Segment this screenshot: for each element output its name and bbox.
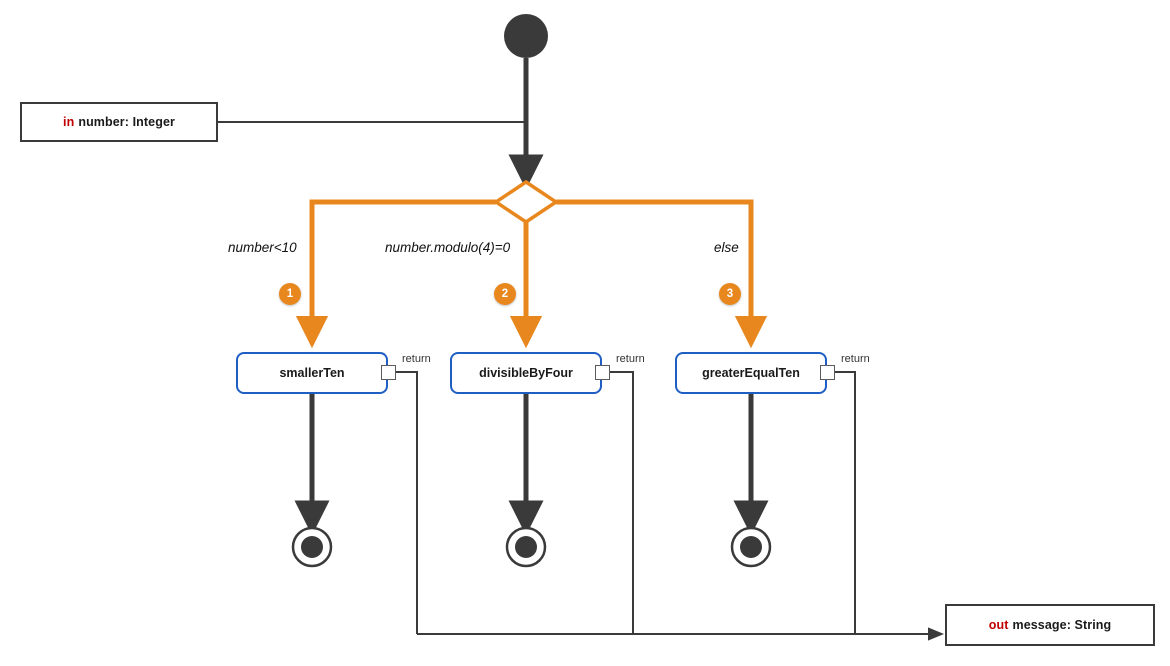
branch-bar-left [295,199,496,349]
in-parameter-direction: in [63,115,75,129]
activity-node-smaller-ten[interactable]: smallerTen [236,352,388,394]
initial-node [504,14,548,58]
final-node-3 [730,526,772,568]
return-pin-label-2: return [616,353,645,365]
final-node-2 [505,526,547,568]
branch-bar-right [556,199,768,349]
edge-return-1 [396,371,418,634]
guard-label-2: number.modulo(4)=0 [385,240,511,255]
edge-return-3 [835,371,856,634]
guard-label-3: else [714,240,739,255]
out-parameter-box[interactable]: out message: String [945,604,1155,646]
return-pin-label-3: return [841,353,870,365]
activity-node-greater-equal-ten[interactable]: greaterEqualTen [675,352,827,394]
return-pin-3[interactable] [820,365,835,380]
decision-node [492,179,560,225]
out-parameter-direction: out [988,618,1009,632]
in-parameter-label: number: Integer [78,115,175,129]
out-parameter-label: message: String [1012,618,1112,632]
in-parameter-box[interactable]: in number: Integer [20,102,218,142]
edge-return-2 [610,371,634,634]
branch-badge-3[interactable]: 3 [719,283,741,305]
return-pin-1[interactable] [381,365,396,380]
guard-label-1: number<10 [228,240,297,255]
final-node-1 [291,526,333,568]
branch-badge-2[interactable]: 2 [494,283,516,305]
return-pin-2[interactable] [595,365,610,380]
return-pin-label-1: return [402,353,431,365]
activity-node-divisible-by-four[interactable]: divisibleByFour [450,352,602,394]
branch-badge-1[interactable]: 1 [279,283,301,305]
